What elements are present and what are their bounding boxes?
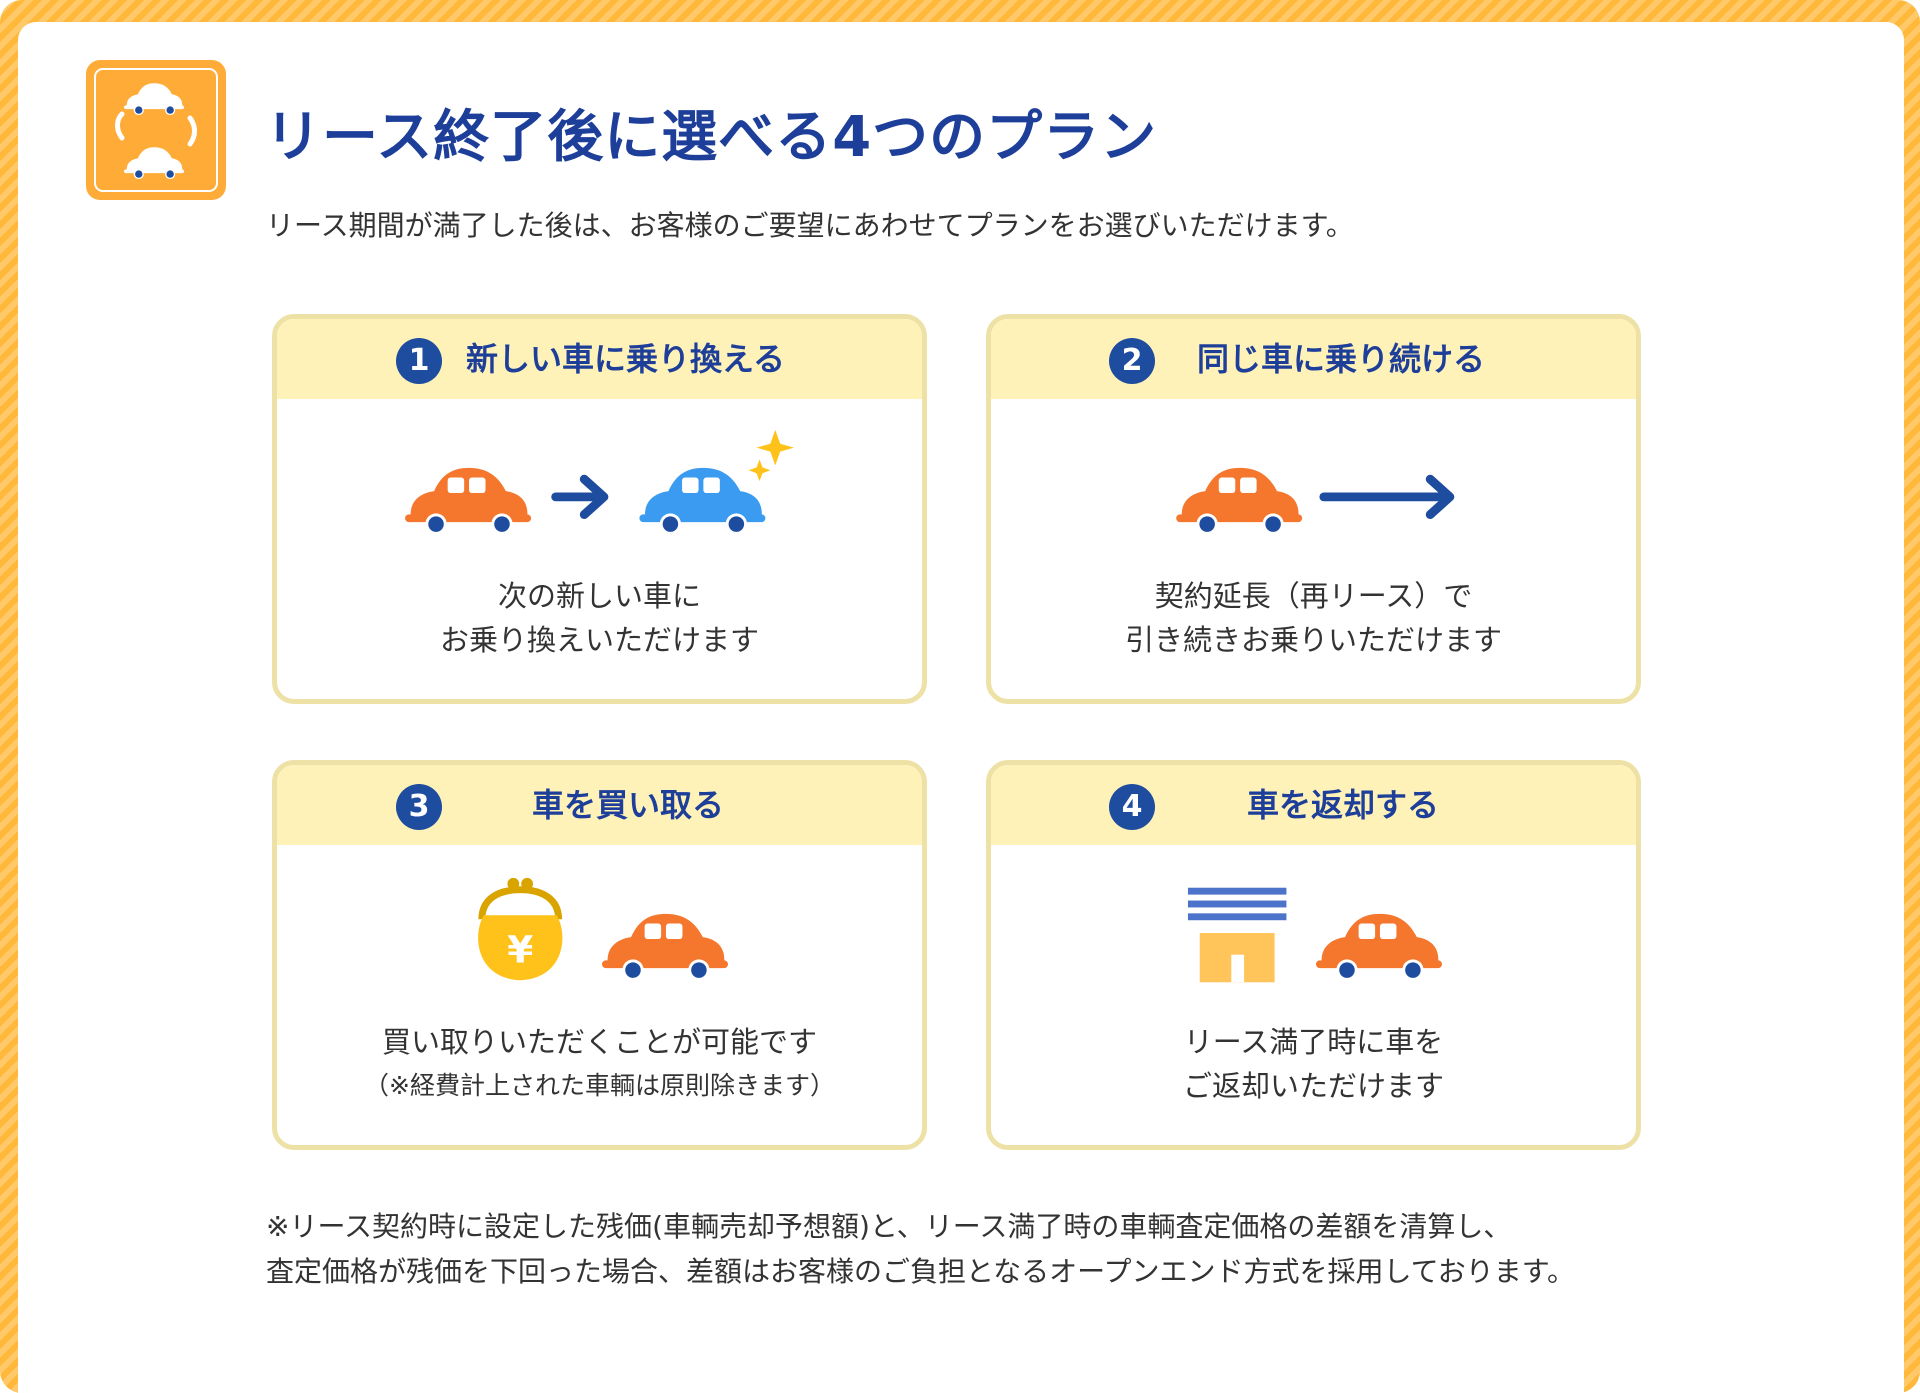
blue-new-car-icon [639, 467, 766, 535]
plan-illustration [1176, 467, 1455, 535]
plan-title: 車を返却する [1247, 786, 1440, 824]
arrow-right-icon [551, 474, 609, 520]
plan-card-2: 2 同じ車に乗り続ける 契約延長（再リース）で 引き続きお乗りいただけます [986, 314, 1641, 704]
plan-description: 次の新しい車に お乗り換えいただけます [439, 579, 759, 657]
car-exchange-icon [86, 60, 226, 200]
orange-car-icon [601, 913, 729, 981]
plan-number-badge: 4 [1109, 784, 1155, 830]
orange-car-icon [1176, 467, 1303, 535]
svg-text:¥: ¥ [507, 928, 533, 972]
plan-illustration [405, 429, 794, 535]
plan-card-header: 4 車を返却する [991, 765, 1636, 845]
garage-icon [1187, 887, 1287, 983]
plan-description: 買い取りいただくことが可能です （※経費計上された車輌は原則除きます） [364, 1025, 835, 1100]
plan-title: 同じ車に乗り続ける [1197, 340, 1486, 378]
plan-card-header: 1 新しい車に乗り換える [277, 319, 922, 399]
sparkle-icon [748, 429, 794, 482]
plan-illustration [1187, 887, 1443, 983]
plan-card-1: 1 新しい車に乗り換える 次の新しい車に お乗り換えいただけます [272, 314, 927, 704]
plan-title: 新しい車に乗り換える [466, 340, 786, 378]
plan-number-badge: 2 [1109, 338, 1155, 384]
orange-car-icon [1315, 913, 1443, 981]
orange-car-icon [405, 467, 532, 535]
plan-description: リース満了時に車を ご返却いただけます [1182, 1025, 1444, 1103]
yen-purse-icon: ¥ [478, 877, 563, 981]
page-title: リース終了後に選べる4つのプラン [265, 105, 1158, 170]
page-subtitle: リース期間が満了した後は、お客様のご要望にあわせてプランをお選びいただけます。 [266, 209, 1354, 242]
plan-card-4: 4 車を返却する リース満了時に車を ご返却いただけます [986, 760, 1641, 1150]
long-arrow-right-icon [1319, 474, 1455, 520]
plan-title: 車を買い取る [532, 786, 725, 824]
plan-illustration: ¥ [478, 877, 729, 981]
plan-card-3: 3 車を買い取る ¥ 買い取りいただくことが可能です （※経費計上された車輌は原… [272, 760, 927, 1150]
plan-number-badge: 3 [396, 784, 442, 830]
plan-card-header: 2 同じ車に乗り続ける [991, 319, 1636, 399]
plan-number-badge: 1 [396, 338, 442, 384]
plan-description: 契約延長（再リース）で 引き続きお乗りいただけます [1124, 579, 1502, 657]
plan-card-header: 3 車を買い取る [277, 765, 922, 845]
footnote: ※リース契約時に設定した残価(車輌売却予想額)と、リース満了時の車輌査定価格の差… [266, 1210, 1576, 1288]
content-panel [18, 22, 1904, 1393]
